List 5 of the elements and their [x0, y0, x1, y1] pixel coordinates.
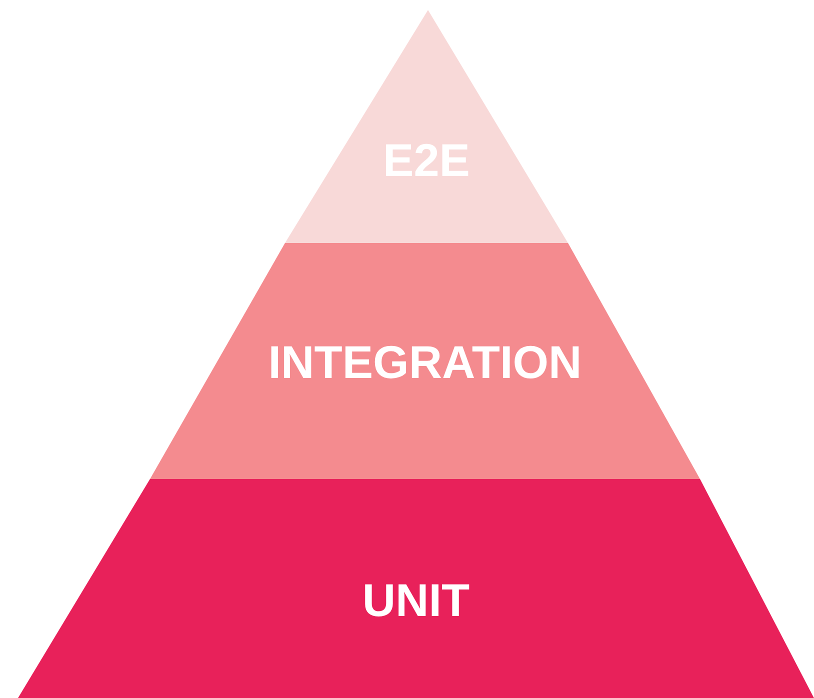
tier-label: UNIT: [362, 573, 470, 627]
pyramid-tier: [285, 10, 568, 243]
tier-label: INTEGRATION: [268, 335, 582, 389]
pyramid-tier: [18, 479, 814, 698]
pyramid-tier: [150, 243, 700, 479]
